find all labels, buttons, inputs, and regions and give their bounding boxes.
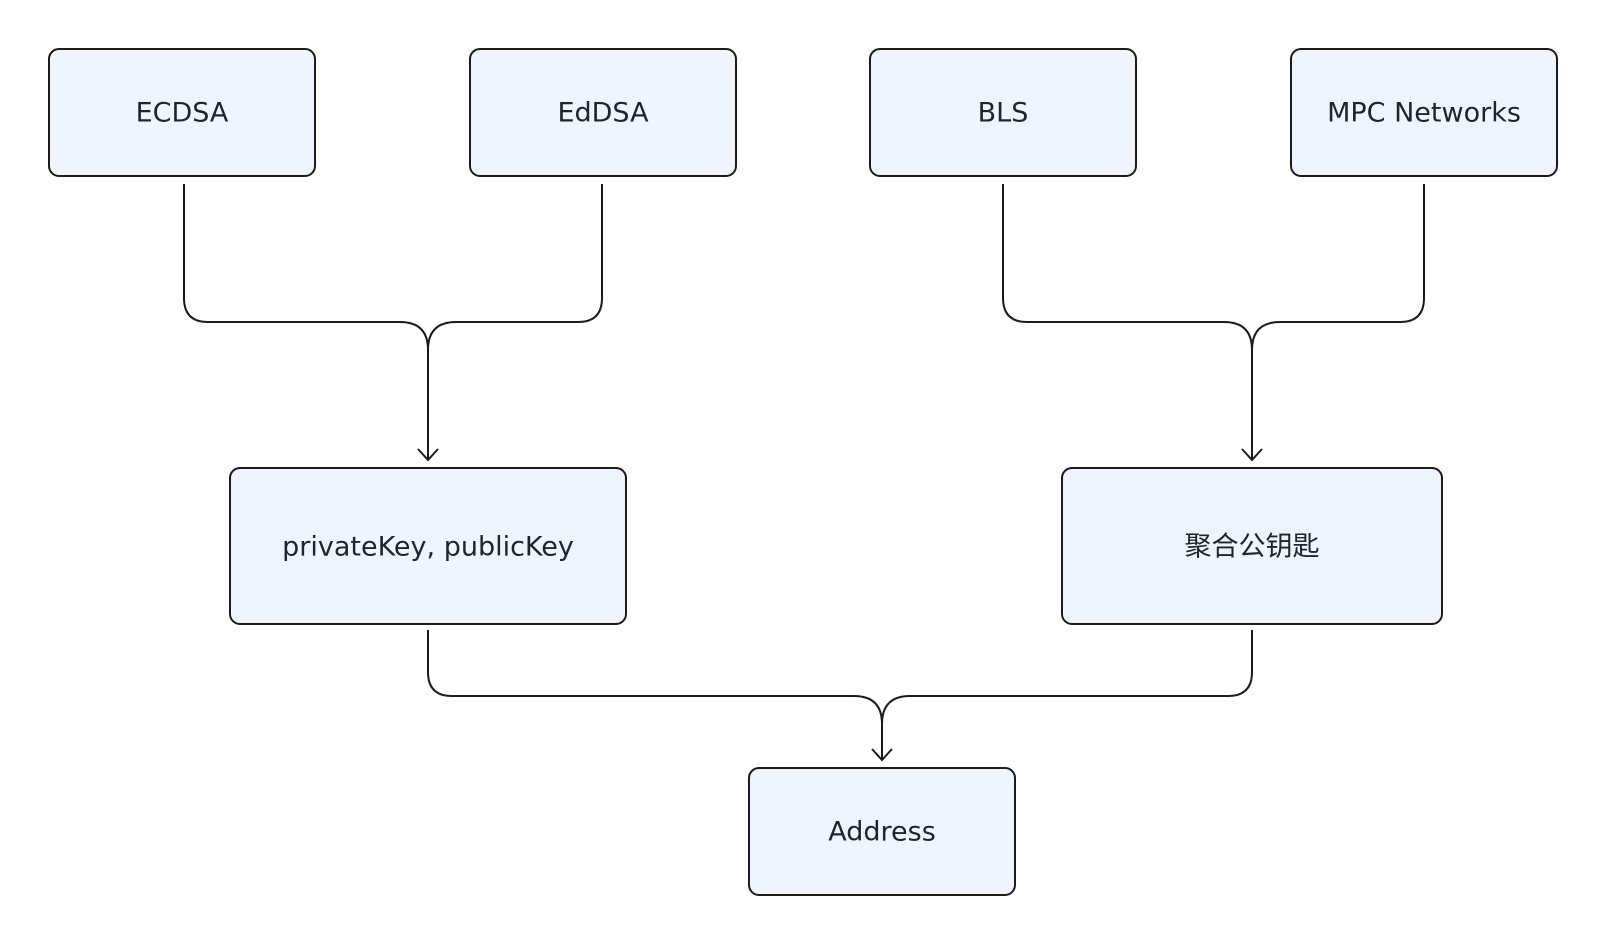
arrow-head-aggregate: [1241, 448, 1263, 462]
node-keypair-label: privateKey, publicKey: [282, 532, 574, 563]
node-ecdsa[interactable]: ECDSA: [48, 48, 316, 177]
node-aggregate-public-key[interactable]: 聚合公钥匙: [1061, 467, 1443, 625]
node-address[interactable]: Address: [748, 767, 1016, 896]
edge-keypair-to-address: [427, 630, 883, 760]
edge-bls-to-aggregate: [1002, 184, 1253, 460]
node-bls[interactable]: BLS: [869, 48, 1137, 177]
connectors: [183, 184, 1425, 762]
node-eddsa[interactable]: EdDSA: [469, 48, 737, 177]
arrow-head-address: [871, 748, 893, 762]
edge-ecdsa-to-keypair: [183, 184, 429, 460]
node-address-label: Address: [828, 817, 936, 848]
edge-aggregate-to-address: [881, 630, 1253, 725]
edge-eddsa-to-keypair: [427, 184, 603, 351]
node-bls-label: BLS: [978, 98, 1029, 129]
node-mpc-networks[interactable]: MPC Networks: [1290, 48, 1558, 177]
node-aggregate-public-key-label: 聚合公钥匙: [1185, 532, 1320, 563]
node-ecdsa-label: ECDSA: [136, 98, 229, 129]
node-eddsa-label: EdDSA: [557, 98, 649, 129]
arrow-head-keypair: [417, 448, 439, 462]
node-mpc-networks-label: MPC Networks: [1327, 98, 1521, 129]
node-keypair[interactable]: privateKey, publicKey: [229, 467, 627, 625]
edge-mpc-to-aggregate: [1251, 184, 1425, 351]
